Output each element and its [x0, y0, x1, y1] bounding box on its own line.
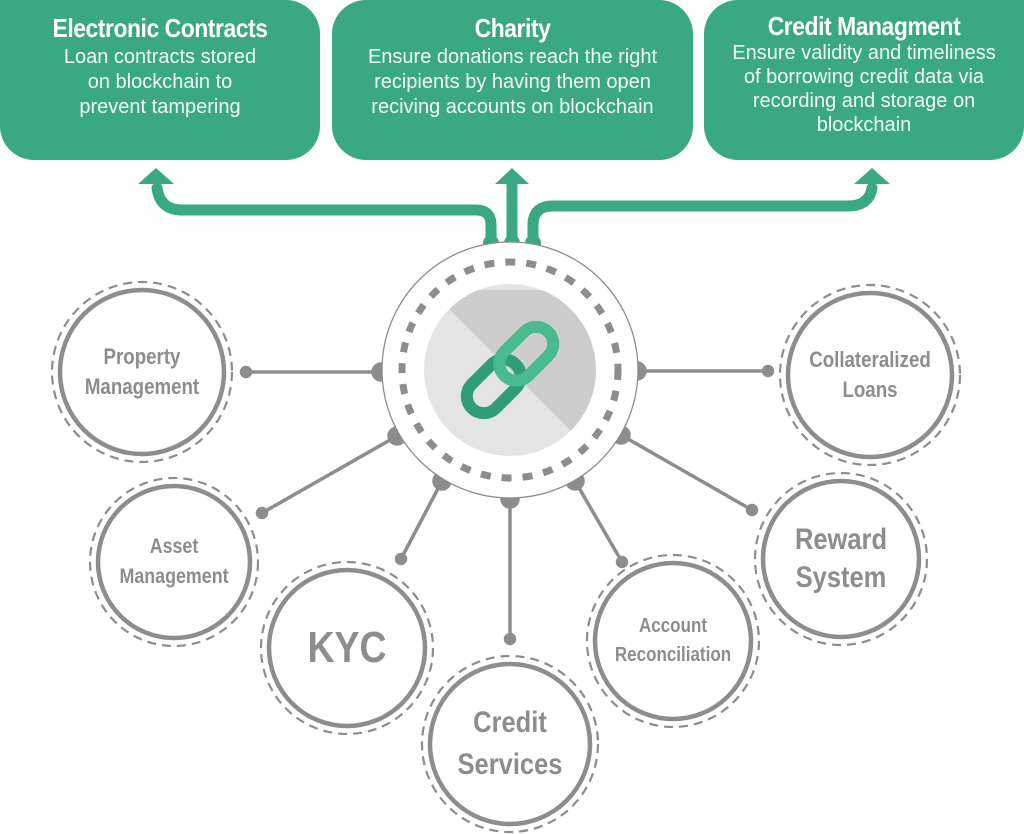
node-ring [95, 483, 253, 641]
node-dashed-ring [88, 476, 260, 648]
card-electronic-contracts: Electronic Contracts Loan contracts stor… [0, 0, 320, 160]
node-dashed-ring [753, 471, 929, 647]
card-desc-line: blockchain [816, 114, 912, 136]
arrowhead-right-icon [854, 168, 890, 184]
card-desc-line: on blockchain to [87, 71, 233, 93]
spoke-account-reconciliation [573, 480, 624, 563]
node-label-line: System [795, 561, 887, 594]
node-ring [266, 567, 428, 729]
chain-link-icon [460, 320, 560, 420]
node-dashed-ring [50, 280, 234, 464]
node-ring [760, 478, 922, 640]
card-desc-line: recording and storage on [752, 90, 976, 112]
card-desc-line: reciving accounts on blockchain [371, 96, 654, 118]
node-dashed-ring [420, 654, 600, 834]
node-dashed-ring [259, 560, 435, 736]
node-credit-services [420, 654, 600, 834]
spoke-end-dot [745, 503, 759, 517]
hub-dashed-ring [398, 258, 622, 482]
card-charity: Charity Ensure donations reach the right… [332, 0, 693, 160]
card-desc-line: Loan contracts stored [63, 46, 257, 68]
card-description: Loan contracts stored on blockchain to p… [0, 45, 320, 120]
node-ring [427, 661, 593, 827]
node-label-line: Reward [794, 523, 888, 556]
spoke-asset-management [261, 434, 398, 515]
node-ring [592, 560, 754, 722]
node-label-line: Loans [842, 377, 898, 402]
node-dashed-ring [778, 283, 962, 467]
arrowhead-up-icon [495, 168, 529, 184]
card-desc-line: of borrowing credit data via [743, 66, 985, 88]
node-label-line: KYC [307, 623, 387, 672]
arrow-to-electronic-contracts [151, 182, 497, 249]
node-ring [785, 290, 955, 460]
card-desc-line: Ensure validity and timeliness [732, 42, 996, 64]
node-label-line: Account [638, 615, 707, 637]
card-desc-line: Ensure donations reach the right [367, 46, 658, 68]
node-reward-system [753, 471, 929, 647]
spoke-end-dot [239, 365, 253, 379]
card-title: Charity [474, 13, 551, 43]
card-credit-management: Credit Managment Ensure validity and tim… [704, 0, 1024, 160]
node-collateralized-loans [778, 283, 962, 467]
node-account-reconciliation [585, 553, 761, 729]
node-asset-management [88, 476, 260, 648]
arrowhead-left-icon [138, 168, 174, 184]
node-label-line: Property [103, 344, 181, 369]
spoke-kyc [399, 480, 444, 560]
card-description: Ensure donations reach the right recipie… [332, 45, 693, 120]
node-kyc [259, 560, 435, 736]
node-dashed-ring [585, 553, 761, 729]
node-ring [57, 287, 227, 457]
spoke-end-dot [503, 632, 517, 646]
spoke-reward-system [620, 433, 753, 512]
node-label-line: Collateralized [809, 347, 931, 372]
spoke-end-dot [615, 555, 629, 569]
spoke-end-dot [761, 364, 775, 378]
node-label-line: Credit [473, 706, 547, 739]
hub [381, 241, 639, 499]
node-property-management [50, 280, 234, 464]
card-description: Ensure validity and timeliness of borrow… [704, 41, 1024, 137]
node-label-line: Asset [149, 535, 199, 558]
node-label-line: Services [457, 748, 563, 781]
card-title: Electronic Contracts [52, 13, 268, 43]
spoke-end-dot [255, 506, 269, 520]
card-desc-line: recipients by having them open [374, 71, 651, 93]
spoke-end-dot [394, 552, 408, 566]
node-label-line: Management [119, 565, 229, 588]
card-title: Credit Managment [767, 11, 961, 41]
card-desc-line: prevent tampering [79, 96, 241, 118]
arrow-to-credit-management [527, 182, 878, 249]
node-label-kyc: KYC [308, 625, 387, 671]
node-label-line: Reconciliation [614, 644, 732, 666]
node-label-line: Management [84, 374, 200, 399]
